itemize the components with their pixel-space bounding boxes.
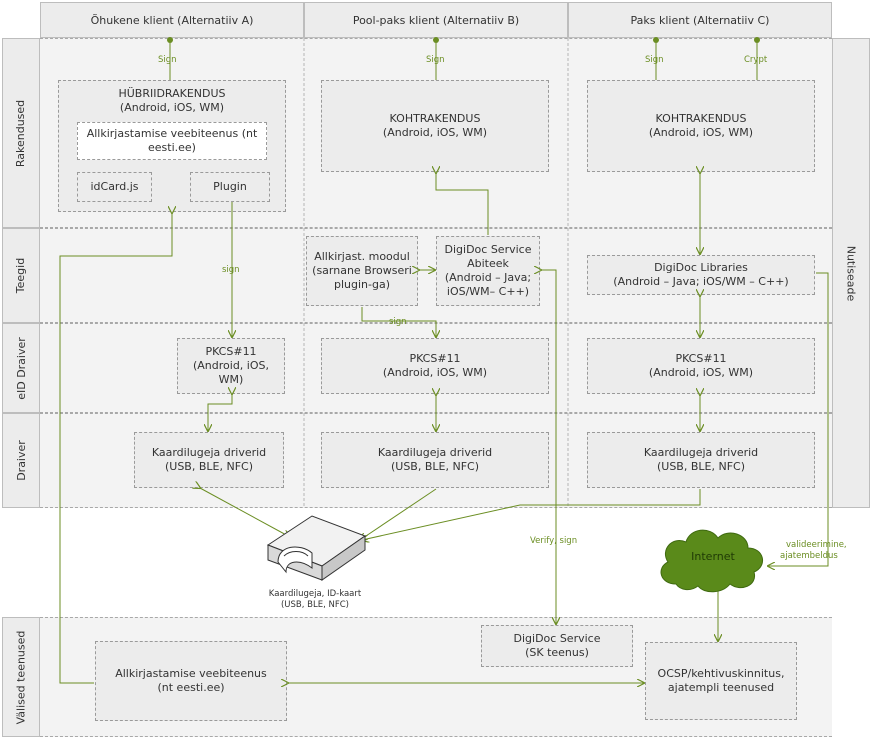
row-label-rakendused: Rakendused <box>2 38 40 228</box>
native-app-box-c: KOHTRAKENDUS (Android, iOS, WM) <box>587 80 815 172</box>
hybrid-app-subtitle: (Android, iOS, WM) <box>119 101 225 114</box>
label-verify-sign: Verify, sign <box>530 536 578 546</box>
signing-webservice-inner-box: Allkirjastamise veebiteenus (nt eesti.ee… <box>77 122 267 160</box>
column-header-a: Õhukene klient (Alternatiiv A) <box>40 2 304 38</box>
plugin-box: Plugin <box>190 172 270 202</box>
ocsp-services-box: OCSP/kehtivuskinnitus, ajatempli teenuse… <box>645 642 797 720</box>
label-validation-1: valideerimine, <box>786 540 847 550</box>
card-reader-drivers-box-b: Kaardilugeja driverid (USB, BLE, NFC) <box>321 432 549 488</box>
row-label-teegid: Teegid <box>2 228 40 323</box>
hybrid-app-title: HÜBRIIDRAKENDUS <box>118 87 226 100</box>
label-sign-c: Sign <box>645 55 664 65</box>
row-label-draiver: Draiver <box>2 413 40 508</box>
internet-label: Internet <box>691 550 735 563</box>
idcard-js-box: idCard.js <box>77 172 152 202</box>
side-label-nutiseade: Nutiseade <box>832 38 870 508</box>
label-crypt-c: Crypt <box>744 55 768 65</box>
column-header-c: Paks klient (Alternatiiv C) <box>568 2 832 38</box>
card-reader-drivers-box-c: Kaardilugeja driverid (USB, BLE, NFC) <box>587 432 815 488</box>
label-validation-2: ajatembeldus <box>780 551 838 561</box>
signing-webservice-external-box: Allkirjastamise veebiteenus (nt eesti.ee… <box>95 641 287 721</box>
label-sign-a: Sign <box>158 55 177 65</box>
card-reader-drivers-box-a: Kaardilugeja driverid (USB, BLE, NFC) <box>134 432 284 488</box>
card-reader-icon <box>266 515 367 581</box>
row-label-eid-draiver: eID Draiver <box>2 323 40 413</box>
internet-cloud-icon <box>660 529 763 593</box>
label-sign-plugin: sign <box>222 265 240 275</box>
column-header-b: Pool-paks klient (Alternatiiv B) <box>304 2 568 38</box>
label-sign-b: Sign <box>426 55 445 65</box>
label-sign-module: sign <box>389 317 407 327</box>
pkcs11-box-b: PKCS#11 (Android, iOS, WM) <box>321 338 549 394</box>
card-reader-caption: Kaardilugeja, ID-kaart (USB, BLE, NFC) <box>268 589 362 610</box>
digidoc-libraries-box: DigiDoc Libraries (Android – Java; iOS/W… <box>587 255 815 295</box>
digidoc-service-sk-box: DigiDoc Service (SK teenus) <box>481 625 633 667</box>
row-label-valised-teenused: Välised teenused <box>2 617 40 737</box>
pkcs11-box-c: PKCS#11 (Android, iOS, WM) <box>587 338 815 394</box>
native-app-box-b: KOHTRAKENDUS (Android, iOS, WM) <box>321 80 549 172</box>
digidoc-service-library-box: DigiDoc Service Abiteek (Android – Java;… <box>436 236 540 306</box>
